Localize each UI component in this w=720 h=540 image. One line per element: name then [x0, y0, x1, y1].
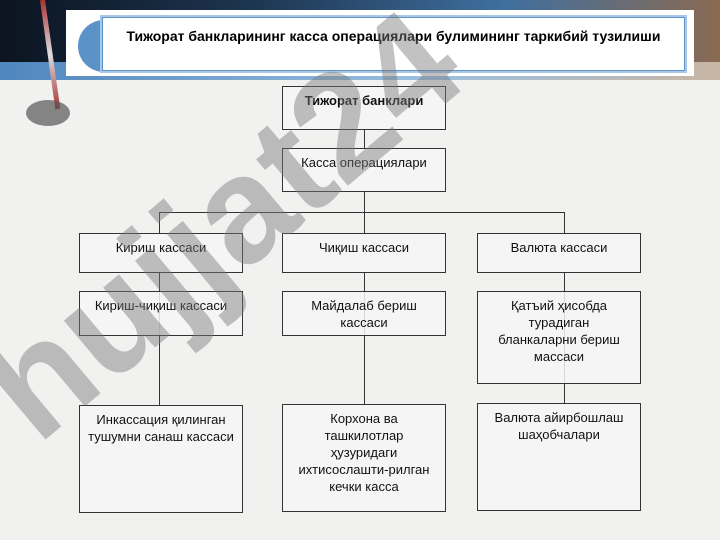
node-currency-cash: Валюта кассаси	[477, 233, 641, 273]
slide-title: Тижорат банкларининг касса операциялари …	[102, 17, 685, 71]
connector	[159, 212, 565, 213]
connector	[159, 272, 160, 405]
node-collection-count: Инкассация қилинган тушумни санаш кассас…	[79, 405, 243, 513]
node-in-out-cash: Кириш-чиқиш кассаси	[79, 291, 243, 336]
node-evening-cash: Корхона ва ташкилотлар ҳузуридаги ихтисо…	[282, 404, 446, 512]
connector	[564, 212, 565, 233]
node-cash-operations: Касса операциялари	[282, 148, 446, 192]
node-incoming-cash: Кириш кассаси	[79, 233, 243, 273]
connector	[364, 129, 365, 148]
node-currency-exchange: Валюта айирбошлаш шаҳобчалари	[477, 403, 641, 511]
connector	[159, 212, 160, 233]
connector	[364, 212, 365, 233]
node-strict-forms: Қатъий ҳисобда турадиган бланкаларни бер…	[477, 291, 641, 384]
node-commercial-banks: Тижорат банклари	[282, 86, 446, 130]
ink-blot-icon	[26, 100, 70, 126]
node-retail-cash: Майдалаб бериш кассаси	[282, 291, 446, 336]
node-outgoing-cash: Чиқиш кассаси	[282, 233, 446, 273]
connector	[364, 272, 365, 404]
connector	[364, 191, 365, 212]
